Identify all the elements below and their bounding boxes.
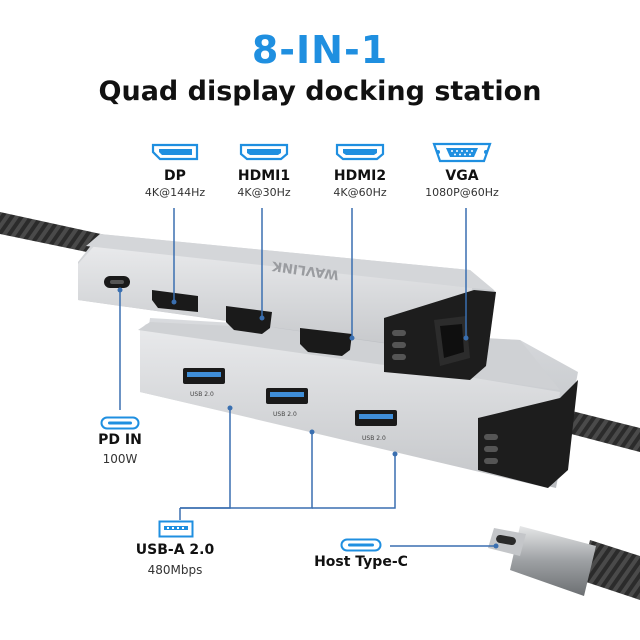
host-cable — [580, 540, 640, 600]
usb-port-label-2: USB 2.0 — [273, 411, 297, 418]
usb-c-icon — [100, 416, 140, 430]
hdmi-icon — [239, 143, 289, 161]
displayport-icon — [151, 143, 199, 161]
usb-port-label-1: USB 2.0 — [190, 391, 214, 398]
vga-label: VGA — [445, 168, 479, 184]
usb-a-label: USB-A 2.0 — [135, 542, 215, 558]
leader-lines — [119, 208, 496, 547]
dp-spec: 4K@144Hz — [144, 186, 206, 199]
hdmi1-label: HDMI1 — [237, 168, 291, 184]
upper-unit — [78, 234, 496, 380]
pd-in-spec: 100W — [102, 452, 138, 466]
hdmi-icon — [335, 143, 385, 161]
host-plug-body — [510, 526, 596, 596]
pd-in-label: PD IN — [98, 432, 142, 448]
hdmi2-spec: 4K@60Hz — [333, 186, 387, 199]
usb-a-icon — [158, 520, 194, 538]
page-subtitle: Quad display docking station — [98, 76, 542, 107]
lower-unit — [138, 318, 578, 488]
dp-label: DP — [164, 168, 186, 184]
usb-port-label-3: USB 2.0 — [362, 435, 386, 442]
hdmi1-spec: 4K@30Hz — [237, 186, 291, 199]
vga-icon — [432, 142, 492, 163]
host-type-c-label: Host Type-C — [314, 554, 408, 570]
vga-spec: 1080P@60Hz — [425, 186, 499, 199]
hdmi2-label: HDMI2 — [333, 168, 387, 184]
page-title: 8-IN-1 — [251, 28, 389, 72]
right-cable — [556, 408, 640, 452]
usb-a-spec: 480Mbps — [147, 563, 203, 577]
usb-c-icon — [340, 538, 382, 552]
left-cable — [0, 212, 110, 256]
